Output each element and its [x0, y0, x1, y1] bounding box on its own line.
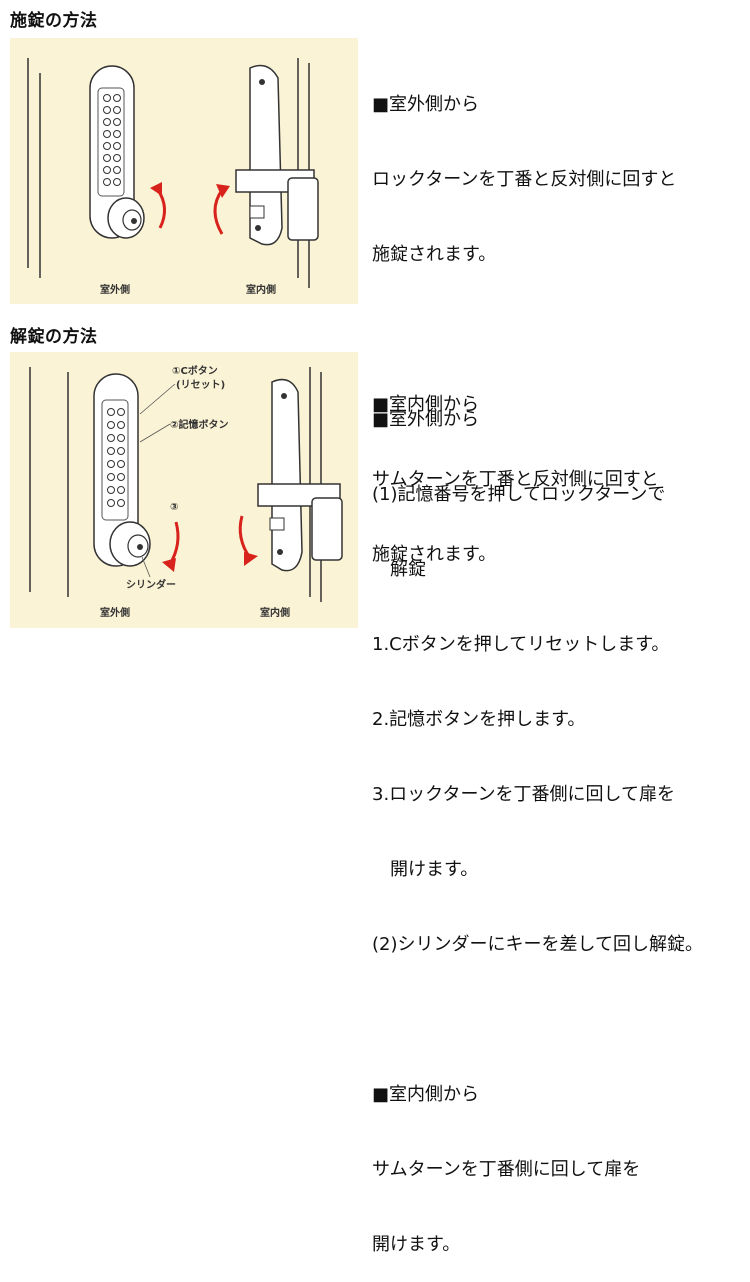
unlock-inside-title: ■室内側から — [372, 1084, 480, 1105]
callout-cylinder: シリンダー — [126, 578, 176, 591]
unlock-inside-line1: サムターンを丁番側に回して扉を — [372, 1159, 641, 1180]
unlock-step-1: 1.Cボタンを押してリセットします。 — [372, 634, 670, 655]
unlock-step-2: 2.記憶ボタンを押します。 — [372, 709, 586, 730]
callout-memory-button: ②記憶ボタン — [170, 418, 228, 431]
unlock-inside-line2: 開けます。 — [372, 1234, 461, 1255]
lock-inside-line2: 施錠されます。 — [372, 544, 497, 565]
unlock-inside-thumbturn-device — [257, 378, 343, 572]
lock-inside-title: ■室内側から — [372, 394, 480, 415]
unlock-step-a-line1: (1)記憶番号を押してロックターンで — [372, 484, 666, 505]
lock-heading: 施錠の方法 — [10, 11, 98, 31]
lock-outside-line2: 施錠されます。 — [372, 244, 497, 265]
lock-outside-title: ■室外側から — [372, 94, 480, 115]
unlock-step-3-line2: 開けます。 — [372, 859, 479, 880]
lock-instructions: ■室外側から ロックターンを丁番と反対側に回すと 施錠されます。 ■室内側から … — [372, 42, 676, 592]
unlock-step-3-line1: 3.ロックターンを丁番側に回して扉を — [372, 784, 676, 805]
lock-inside-caption: 室内側 — [246, 283, 276, 296]
lock-inside-line1: サムターンを丁番と反対側に回すと — [372, 469, 659, 490]
unlock-inside-caption: 室内側 — [260, 606, 290, 619]
lock-illustration-panel: 室外側 室内側 — [10, 38, 358, 304]
lock-illustration: 室外側 室内側 — [27, 58, 319, 296]
unlock-step-b: (2)シリンダーにキーを差して回し解錠。 — [372, 934, 703, 955]
callout-reset: (リセット) — [176, 379, 225, 391]
inside-thumbturn-device — [235, 64, 319, 246]
unlock-outside-caption: 室外側 — [100, 606, 130, 619]
outside-keypad-device — [89, 65, 145, 239]
unlock-heading: 解錠の方法 — [10, 327, 98, 347]
unlock-illustration: ①Cボタン (リセット) ②記憶ボタン ③ シリンダー 室外側 室内側 — [29, 364, 343, 619]
unlock-step-a-line2: 解錠 — [372, 559, 426, 580]
callout-three: ③ — [170, 502, 178, 513]
lock-outside-caption: 室外側 — [100, 283, 130, 296]
unlock-outside-keypad-device — [93, 373, 151, 567]
callout-c-button: ①Cボタン — [172, 364, 218, 377]
unlock-outside-title: ■室外側から — [372, 409, 480, 430]
unlock-illustration-panel: ①Cボタン (リセット) ②記憶ボタン ③ シリンダー 室外側 室内側 — [10, 352, 358, 628]
unlock-instructions: ■室外側から (1)記憶番号を押してロックターンで 解錠 1.Cボタンを押してリ… — [372, 357, 703, 1282]
lock-outside-line1: ロックターンを丁番と反対側に回すと — [372, 169, 677, 190]
